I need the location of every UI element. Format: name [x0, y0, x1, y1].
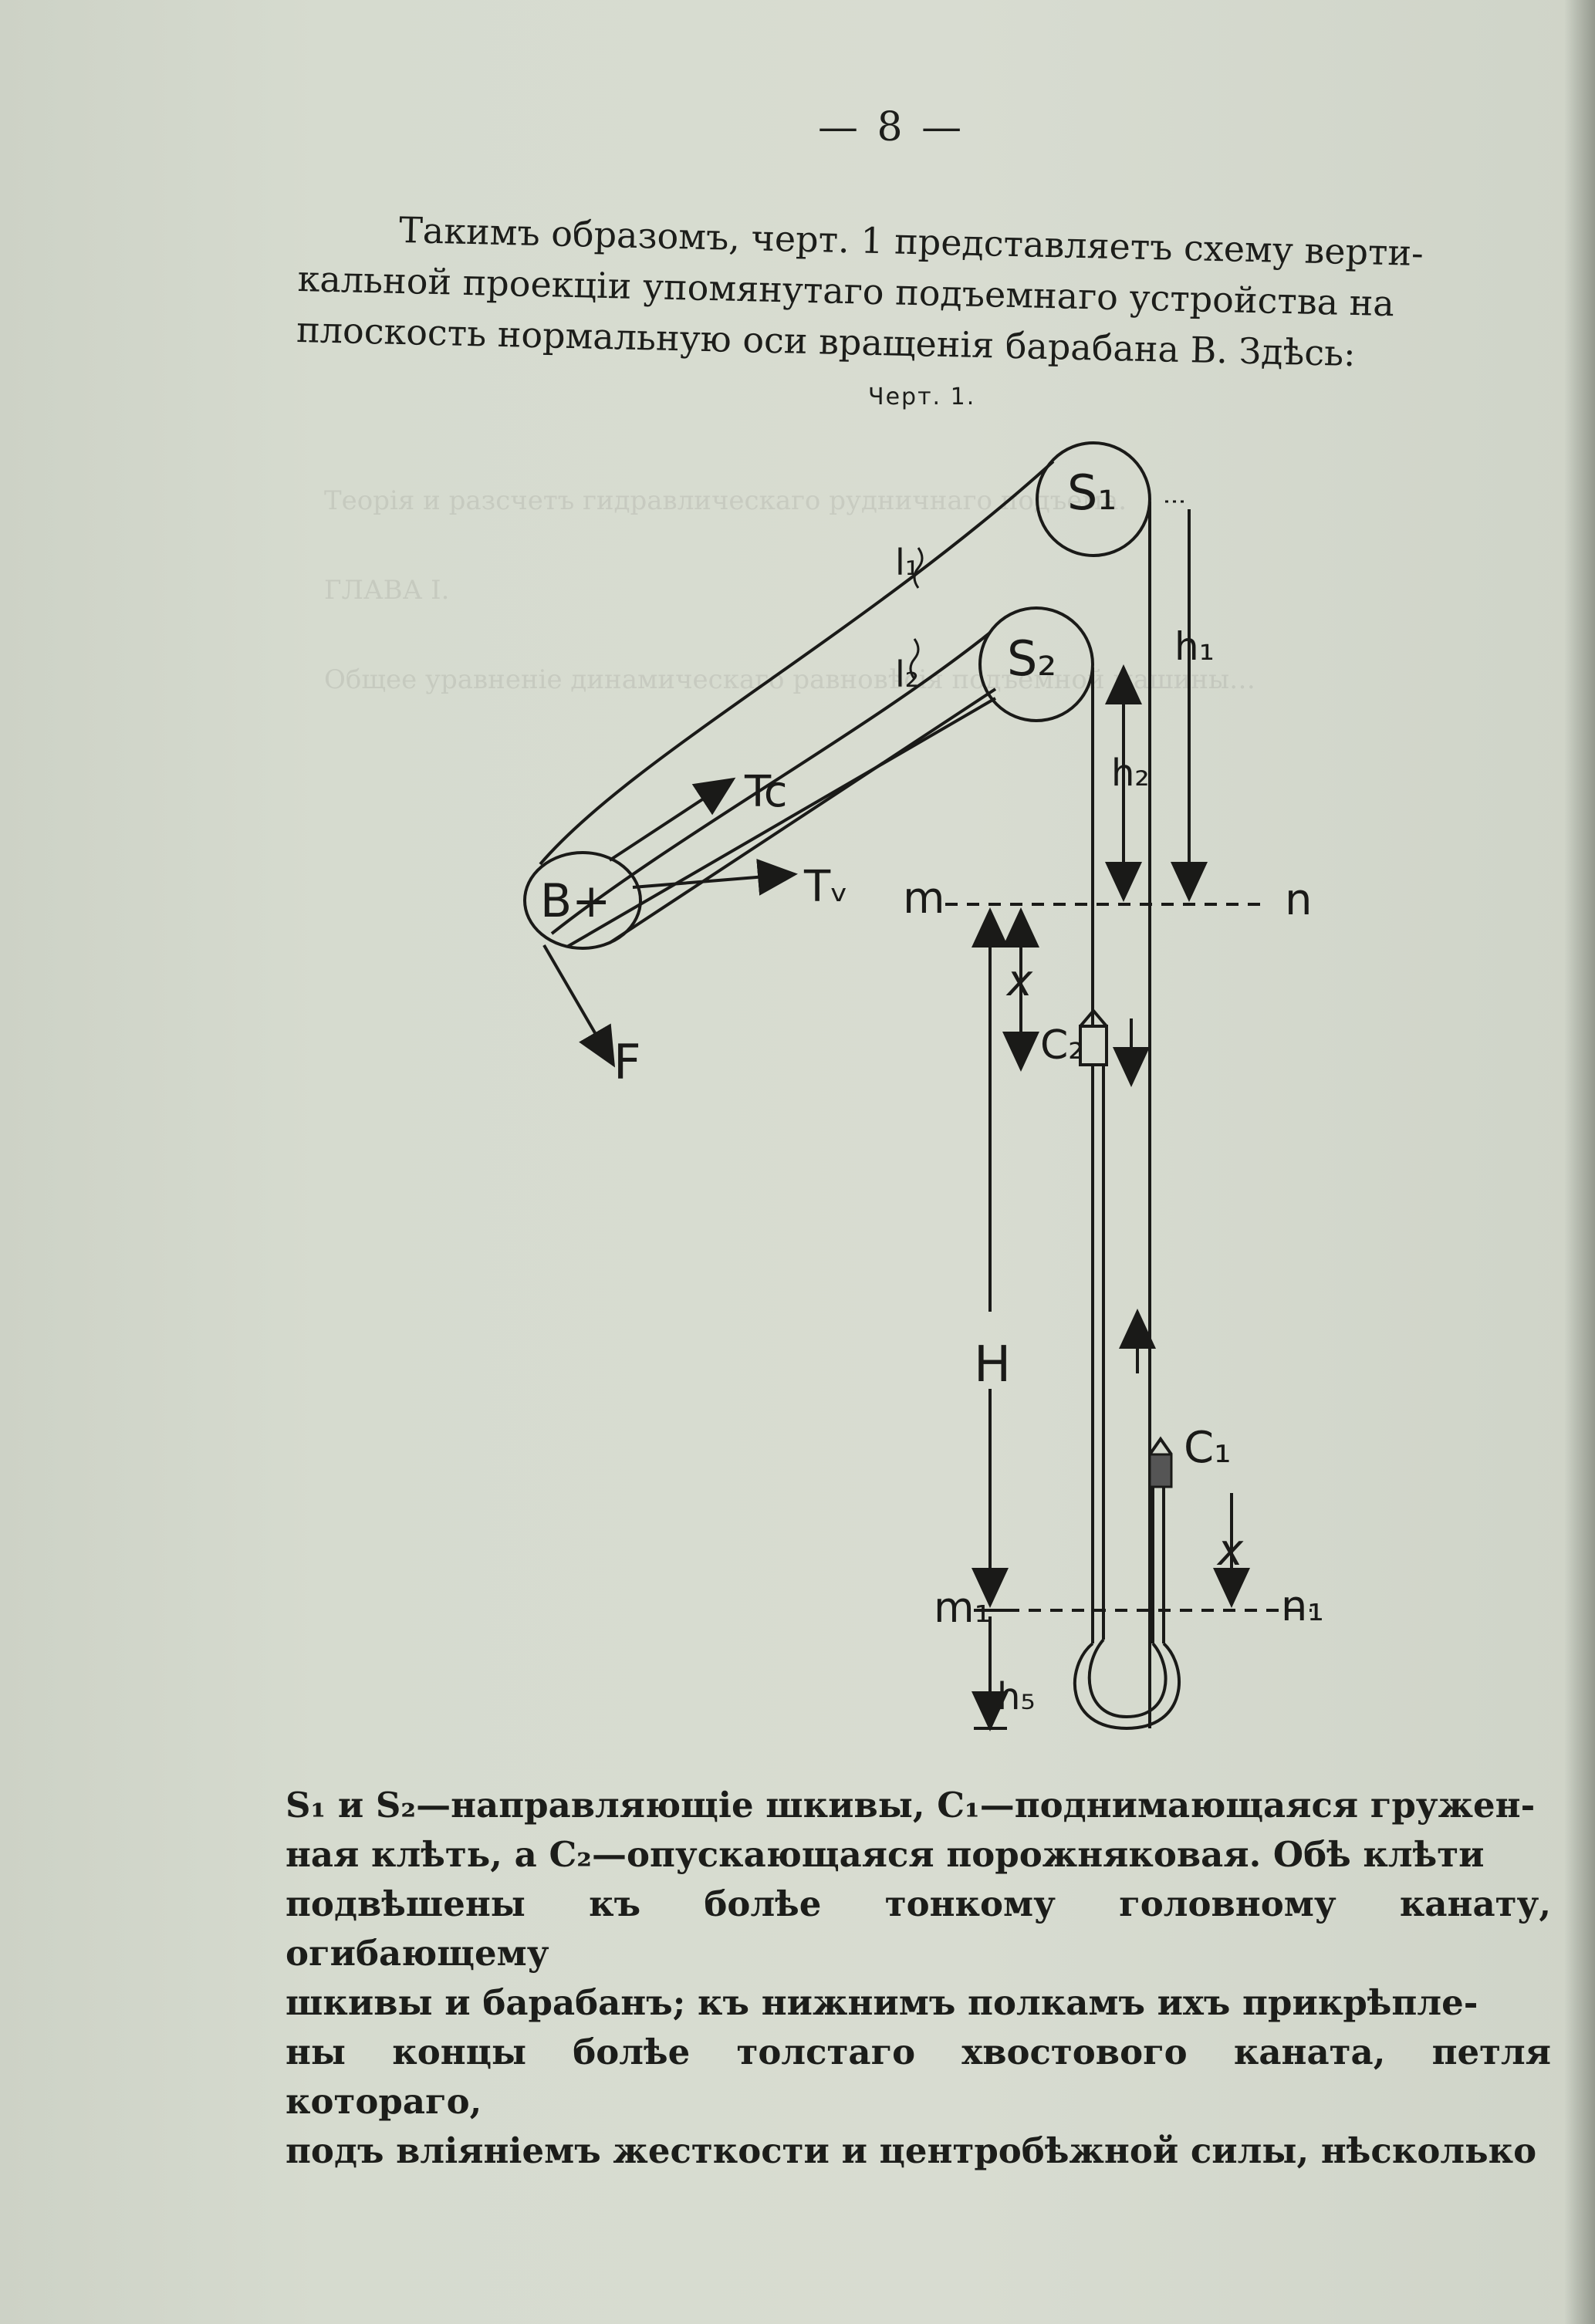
label-h5: h₅ [997, 1675, 1036, 1718]
callout-l2 [909, 638, 920, 680]
label-n: n [1285, 875, 1313, 925]
tail-loop [1073, 1642, 1181, 1731]
cage-c2 [1079, 1025, 1108, 1066]
bottom-line-2: ная клѣть, а C₂—опускающаяся порожнякова… [286, 1834, 1485, 1875]
label-l1: l₁ [895, 542, 919, 583]
bottom-paragraph: S₁ и S₂—направляющіе шкивы, C₁—поднимающ… [286, 1781, 1551, 2176]
pulley-s1 [1036, 441, 1151, 557]
rope-l1 [539, 460, 1055, 866]
label-tv: Tᵥ [803, 862, 849, 912]
label-b: B+ [540, 874, 610, 928]
rope-drum-bottom [566, 697, 997, 948]
label-m1: m₁ [934, 1583, 991, 1632]
label-s2: S₂ [1007, 630, 1056, 687]
figure-caption: Черт. 1. [868, 383, 976, 410]
label-n1: n₁ [1281, 1582, 1324, 1630]
rope-drum-lower [608, 687, 997, 944]
label-c2: C₂ [1040, 1022, 1084, 1069]
pulley-s2 [978, 606, 1094, 722]
cage-c2-top [1079, 1008, 1108, 1028]
label-h: H [974, 1336, 1011, 1393]
label-x-bottom: x [1216, 1525, 1244, 1576]
callout-l1 [913, 547, 924, 589]
label-s1: S₁ [1067, 464, 1117, 521]
arrow-tc [608, 777, 736, 862]
bottom-line-5: ны концы болѣе толстаго хвостового канат… [286, 2032, 1551, 2122]
label-c1: C₁ [1184, 1423, 1232, 1473]
bottom-line-6: подъ вліяніемъ жесткости и центробѣжной … [286, 2130, 1537, 2171]
page-number: — 8 — [818, 104, 965, 150]
label-tc: Tc [744, 767, 787, 817]
label-h1: h₁ [1174, 624, 1215, 669]
arrow-tv [632, 858, 798, 896]
bottom-line-1: S₁ и S₂—направляющіе шкивы, C₁—поднимающ… [286, 1785, 1536, 1826]
label-f: F [613, 1034, 641, 1090]
label-h2: h₂ [1111, 752, 1150, 795]
label-x-top: x [1005, 956, 1033, 1006]
rope-l2 [550, 631, 992, 935]
drum-b [523, 851, 642, 950]
page-edge-shadow [1564, 0, 1595, 2324]
bottom-line-3: подвѣшены къ болѣе тонкому головному кан… [286, 1883, 1551, 1974]
bleed-through-text: Теорія и разсчетъ гидравлическаго руднич… [324, 485, 1256, 695]
cage-c1 [1148, 1453, 1173, 1488]
tail-loop-inner [1087, 1638, 1168, 1719]
arrow-f [542, 944, 616, 1068]
label-l2: l₂ [895, 654, 919, 695]
label-m: m [903, 873, 945, 924]
bottom-line-4: шкивы и барабанъ; къ нижнимъ полкамъ ихъ… [286, 1982, 1478, 2023]
cage-c1-top [1148, 1436, 1173, 1456]
